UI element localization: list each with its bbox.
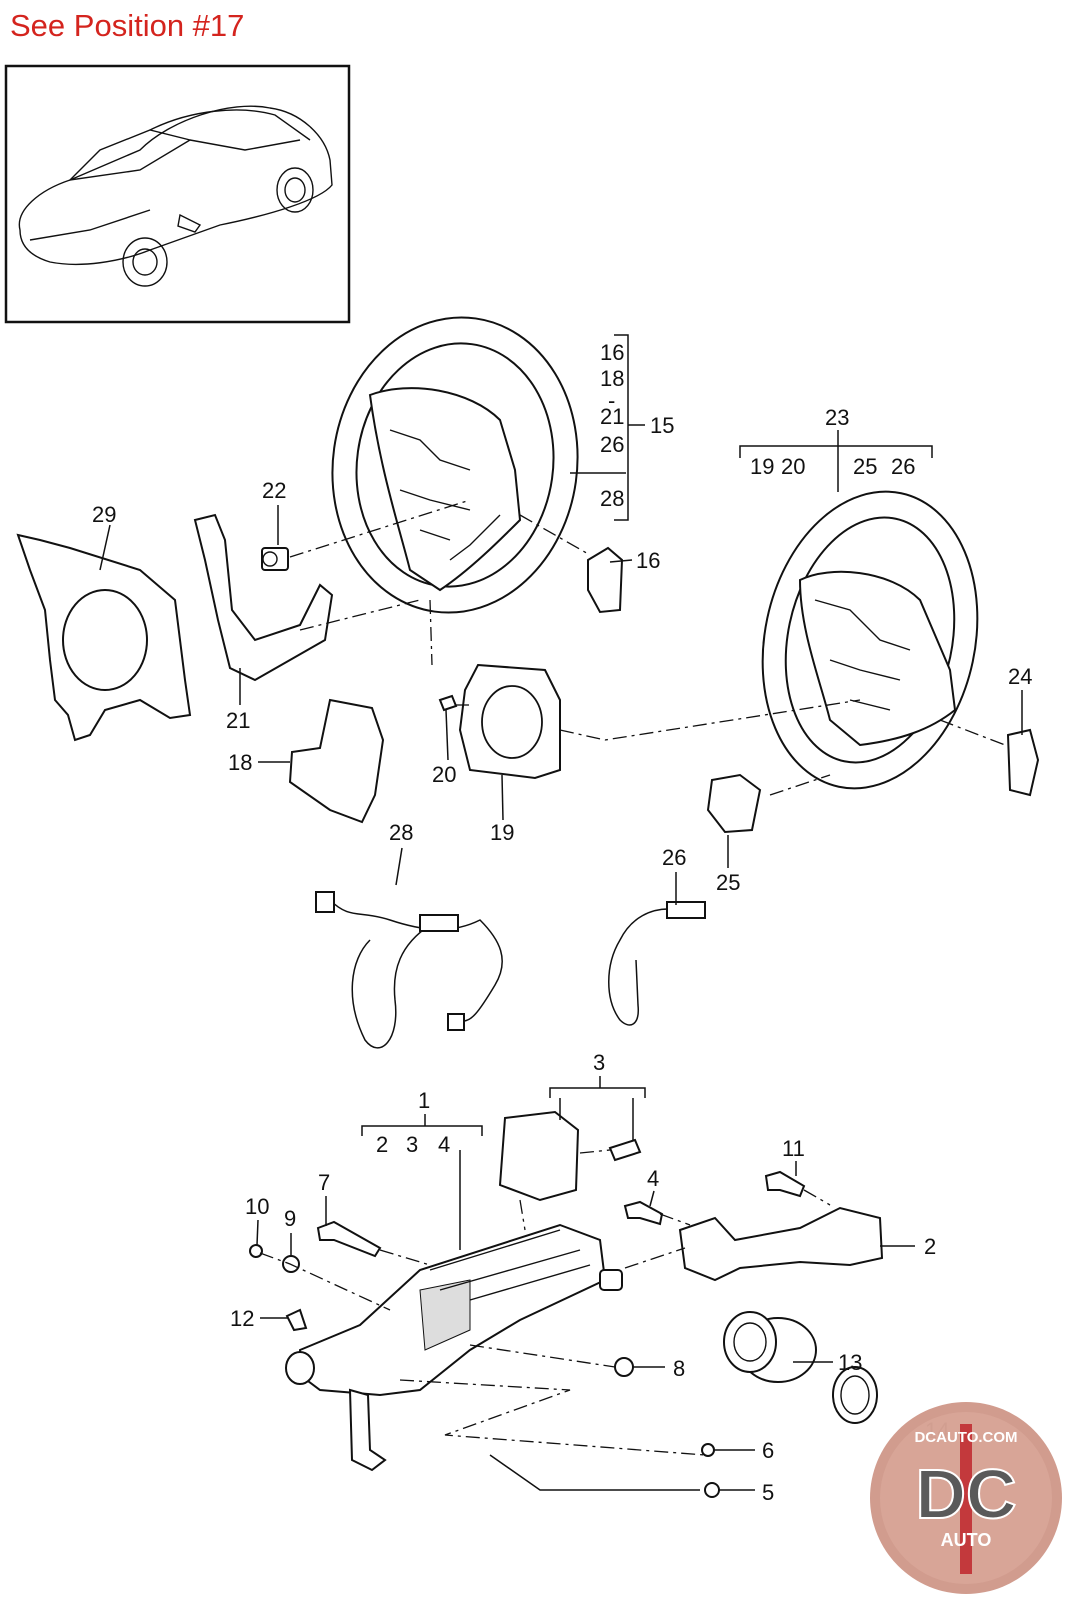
callout-10: 10 bbox=[245, 1194, 269, 1219]
callout-3: 3 bbox=[593, 1050, 605, 1075]
car-illustration bbox=[18, 105, 333, 287]
part-5-eyelet bbox=[704, 1482, 720, 1498]
steering-wheel-upper bbox=[331, 316, 579, 614]
callout-labels: 29 22 21 18 20 19 28 26 25 24 16 15 23 1… bbox=[92, 340, 1032, 1505]
group-23-item: 26 bbox=[891, 454, 915, 479]
callout-29: 29 bbox=[92, 502, 116, 527]
callout-20: 20 bbox=[432, 762, 456, 787]
callout-19: 19 bbox=[490, 820, 514, 845]
logo-sub-text: AUTO bbox=[941, 1530, 992, 1550]
group-1-item: 4 bbox=[438, 1132, 450, 1157]
callout-12: 12 bbox=[230, 1306, 254, 1331]
part-6-screw bbox=[701, 1443, 715, 1457]
group-1-item: 2 bbox=[376, 1132, 388, 1157]
group-15-item: 21 bbox=[600, 404, 624, 429]
callout-11: 11 bbox=[782, 1136, 805, 1161]
part-19-opening bbox=[481, 685, 543, 759]
group-1-item: 3 bbox=[406, 1132, 418, 1157]
callout-4: 4 bbox=[647, 1166, 659, 1191]
group-15-item: 16 bbox=[600, 340, 624, 365]
part-16-cover bbox=[587, 546, 624, 614]
part-26-harness bbox=[608, 908, 681, 1026]
assembly-lines bbox=[259, 499, 1006, 1456]
part-18-module bbox=[288, 698, 385, 824]
part-4-bolt bbox=[623, 1200, 664, 1226]
callout-7: 7 bbox=[318, 1170, 330, 1195]
part-28-plug-a bbox=[315, 891, 335, 913]
part-28-connector bbox=[419, 914, 459, 932]
part-3-screw bbox=[608, 1138, 642, 1162]
group-23-item: 20 bbox=[781, 454, 805, 479]
header-title: See Position #17 bbox=[10, 8, 245, 43]
group-23-item: 25 bbox=[853, 454, 877, 479]
part-13-boot bbox=[723, 1311, 817, 1383]
part-10-washer bbox=[249, 1244, 263, 1258]
group-23-item: 19 bbox=[750, 454, 774, 479]
callout-26: 26 bbox=[662, 845, 686, 870]
part-28-plug-b bbox=[447, 1013, 465, 1031]
callout-22: 22 bbox=[262, 478, 286, 503]
leader-lines bbox=[99, 334, 1023, 1491]
part-14-ring bbox=[832, 1366, 878, 1424]
dcauto-logo: DCAUTO.COM DC AUTO bbox=[870, 1402, 1062, 1594]
callout-23: 23 bbox=[825, 405, 849, 430]
part-11-bolt bbox=[764, 1170, 806, 1198]
part-25-cover bbox=[706, 773, 762, 834]
callout-6: 6 bbox=[762, 1438, 774, 1463]
part-7-bolt bbox=[316, 1220, 382, 1258]
callout-24: 24 bbox=[1008, 664, 1032, 689]
steering-column bbox=[285, 1223, 623, 1472]
part-3-module bbox=[498, 1110, 580, 1202]
part-28-harness bbox=[329, 899, 503, 1049]
group-15-item: 18 bbox=[600, 366, 624, 391]
callout-2: 2 bbox=[924, 1234, 936, 1259]
callout-28: 28 bbox=[389, 820, 413, 845]
callout-13: 13 bbox=[838, 1350, 862, 1375]
part-5-cable bbox=[489, 1454, 700, 1491]
callout-21: 21 bbox=[226, 708, 250, 733]
part-2-intermediate-shaft bbox=[678, 1206, 884, 1282]
part-22-nut bbox=[261, 547, 289, 571]
group-15-item: 26 bbox=[600, 432, 624, 457]
steering-wheel-lower bbox=[761, 490, 979, 790]
logo-url-text: DCAUTO.COM bbox=[914, 1429, 1017, 1446]
callout-16: 16 bbox=[636, 548, 660, 573]
group-15-item: - bbox=[608, 388, 615, 413]
part-8-nut bbox=[614, 1357, 634, 1377]
callout-25: 25 bbox=[716, 870, 740, 895]
part-12-clip bbox=[285, 1308, 308, 1332]
part-24-cover bbox=[1006, 728, 1040, 797]
part-29-opening bbox=[62, 589, 148, 691]
callout-1: 1 bbox=[418, 1088, 430, 1113]
callout-9: 9 bbox=[284, 1206, 296, 1231]
car-reference-box bbox=[4, 64, 351, 324]
group-15-item: 28 bbox=[600, 486, 624, 511]
logo-mark-text: DC bbox=[915, 1455, 1016, 1533]
callout-5: 5 bbox=[762, 1480, 774, 1505]
callout-18: 18 bbox=[228, 750, 252, 775]
part-26-connector bbox=[666, 901, 706, 919]
callout-8: 8 bbox=[673, 1356, 685, 1381]
callout-15: 15 bbox=[650, 413, 674, 438]
part-20-screw bbox=[438, 694, 458, 712]
part-21-trim bbox=[193, 513, 334, 682]
